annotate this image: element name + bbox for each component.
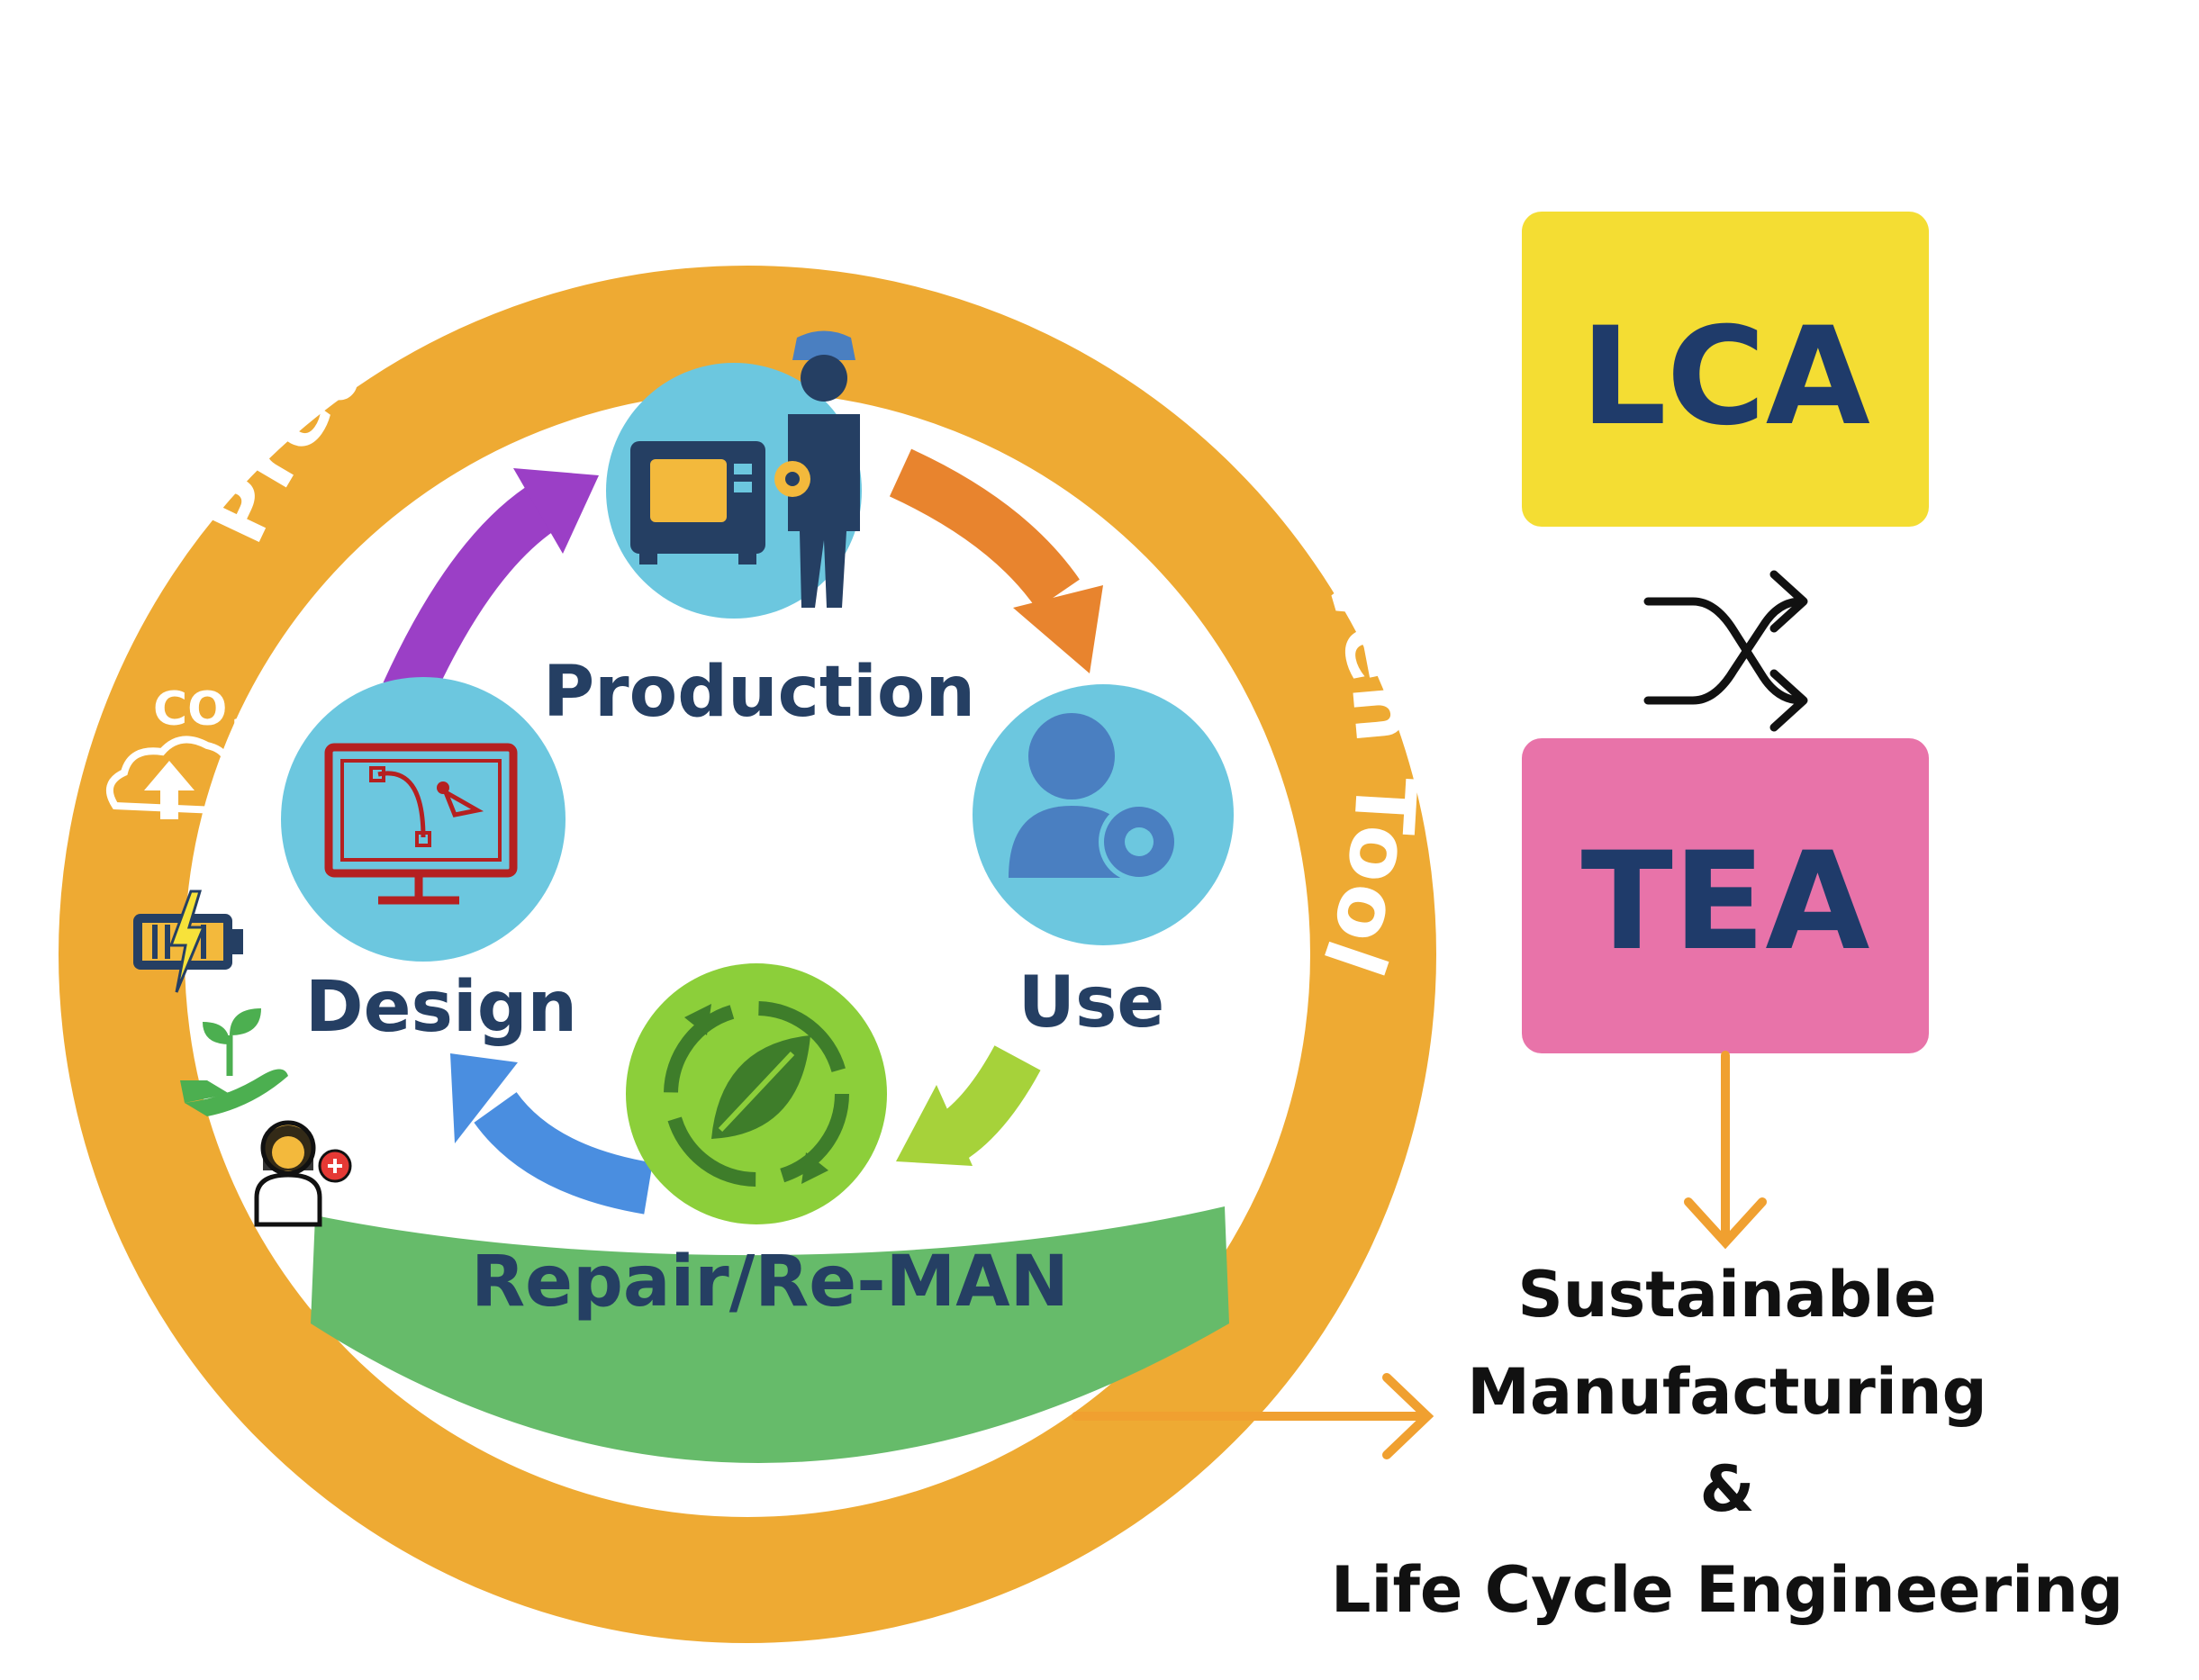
production-node: Production xyxy=(543,330,975,733)
shuffle-icon xyxy=(1643,570,1808,732)
arrow-use-to-repair xyxy=(935,1045,1041,1161)
doctor-icon xyxy=(254,1120,352,1227)
user-settings-icon xyxy=(1009,713,1180,882)
repair-node: Repair/Re-MAN xyxy=(471,963,1069,1323)
outcome-line-4: Life Cycle Engineering xyxy=(1331,1553,2123,1627)
outcome-line-2: Manufacturing xyxy=(1467,1355,1987,1429)
design-node: Design xyxy=(281,677,577,1048)
use-label: Use xyxy=(1018,962,1165,1043)
outcome-text: Sustainable Manufacturing & Life Cycle E… xyxy=(1331,1258,2123,1627)
arrow-head-purple xyxy=(513,468,599,554)
cycle-arrows xyxy=(383,448,1103,1215)
co2-cloud-icon: CO 2 xyxy=(105,682,249,819)
outcome-line-3: & xyxy=(1699,1452,1754,1526)
ring-orange-band xyxy=(59,266,1436,1643)
battery-charging-icon xyxy=(133,890,243,993)
worker-icon xyxy=(774,330,860,608)
ring-green-band xyxy=(311,1206,1229,1463)
design-monitor-icon xyxy=(324,743,518,905)
arrow-head-lime xyxy=(896,1085,973,1166)
ring-side-icons: CO 2 xyxy=(105,682,352,1227)
arrow-design-to-production xyxy=(383,487,556,704)
lca-box: LCA xyxy=(1522,212,1929,527)
outcome-line-1: Sustainable xyxy=(1517,1258,1936,1332)
arrow-repair-to-design xyxy=(474,1091,654,1215)
svg-text:2: 2 xyxy=(232,713,249,743)
ring-to-outcome-arrow xyxy=(1072,1373,1434,1459)
arrow-head-orange xyxy=(1013,585,1103,673)
production-label: Production xyxy=(543,652,975,733)
repair-label: Repair/Re-MAN xyxy=(471,1242,1069,1323)
tea-box-bg xyxy=(1522,738,1929,1053)
recycle-leaf-icon xyxy=(664,1001,849,1187)
arrow-production-to-use xyxy=(889,448,1080,610)
use-node: Use xyxy=(973,684,1234,1043)
factory-machine-icon xyxy=(630,441,765,565)
lca-label: LCA xyxy=(1580,299,1870,456)
plant-hand-icon xyxy=(180,1008,288,1116)
design-label: Design xyxy=(305,967,577,1048)
svg-text:CO: CO xyxy=(153,682,227,736)
tea-label: TEA xyxy=(1581,824,1870,980)
lca-box-bg xyxy=(1522,212,1929,527)
tea-to-outcome-arrow xyxy=(1684,1051,1767,1250)
arrow-head-blue xyxy=(450,1053,518,1143)
tea-box: TEA xyxy=(1522,738,1929,1053)
